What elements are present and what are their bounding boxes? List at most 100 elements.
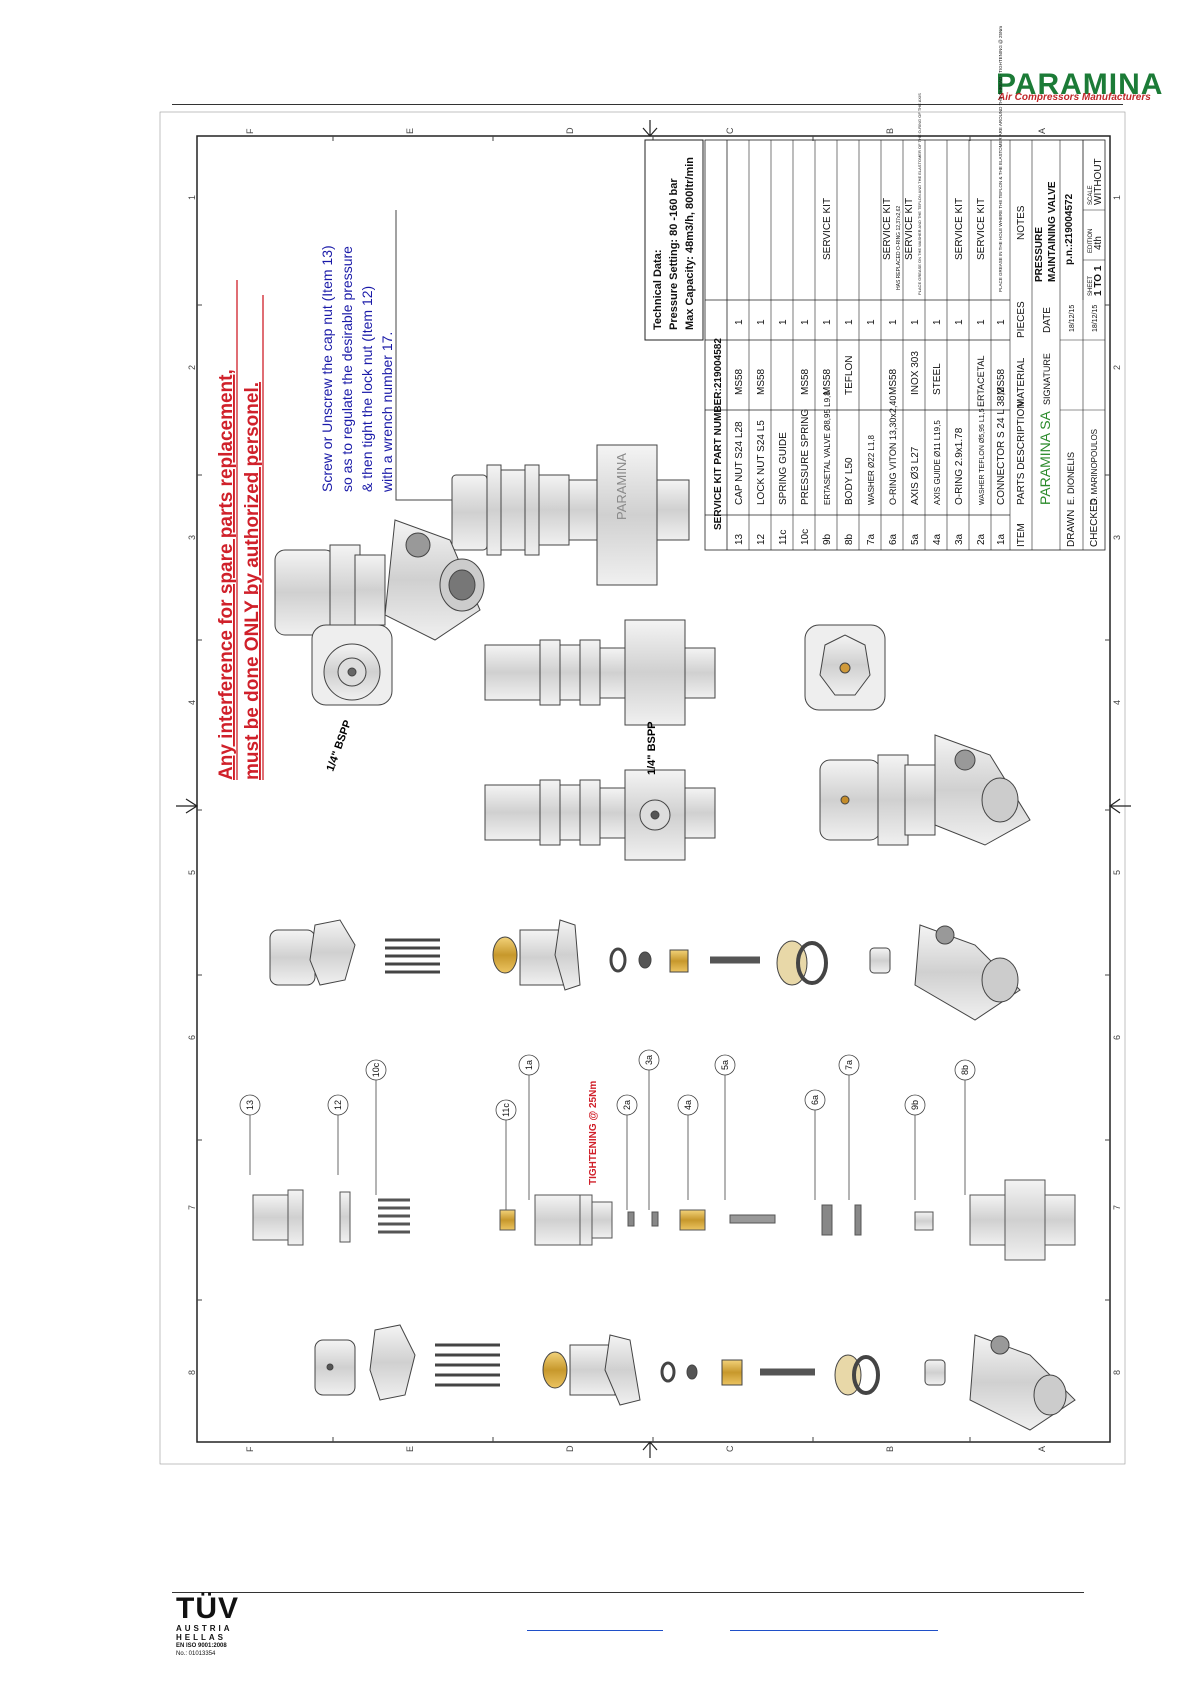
row-pieces: 1 [844, 319, 855, 325]
signature-label: SIGNATURE [1042, 353, 1052, 405]
row-material: MS58 [996, 368, 1007, 395]
tuv-hellas: HELLAS [176, 1633, 226, 1642]
row-item: 2a [976, 533, 987, 545]
header-notes: NOTES [1016, 205, 1027, 240]
border-letter: B [885, 1446, 895, 1452]
company-name: PARAMINA SA [1037, 410, 1053, 505]
row-small-note: PLACE GREASE IN THE HOLE WHERE THE TEFLO… [998, 26, 1003, 292]
border-number: 4 [187, 700, 197, 705]
border-letter: E [405, 128, 415, 134]
warning-line-1: Any interference for spare parts replace… [216, 369, 237, 780]
row-pieces: 1 [734, 319, 745, 325]
valve-side-view-1 [484, 619, 716, 726]
row-description: ERTASETAL VALVE Ø8,95 L9,8 [823, 391, 832, 505]
border-number: 6 [187, 1035, 197, 1040]
balloon-8b: 8b [960, 1065, 970, 1075]
border-number: 1 [187, 195, 197, 200]
row-material: MS58 [756, 368, 767, 395]
row-item: 4a [932, 533, 943, 545]
row-material: MS58 [888, 368, 899, 395]
row-item: 8b [844, 533, 855, 545]
sheet-value: 4th [1093, 236, 1104, 250]
scale-label: SCALE [1088, 185, 1094, 205]
border-letter: F [245, 1446, 255, 1452]
header-description: PARTS DESCRIPTION [1016, 401, 1027, 505]
row-notes: SERVICE KIT [954, 198, 965, 260]
border-number: 6 [1112, 1035, 1122, 1040]
border-number: 8 [187, 1370, 197, 1375]
company-logo: PARAMINA [996, 68, 1164, 101]
row-notes: SERVICE KIT [976, 198, 987, 260]
row-item: 9b [822, 533, 833, 545]
border-letter: F [245, 128, 255, 134]
row-description: AXIS Ø3 L27 [910, 446, 921, 505]
instruction-line-4: with a wrench number 17. [379, 332, 395, 493]
centering-arrow-top [642, 120, 658, 137]
scale-value: 1 TO 1 [1093, 265, 1104, 296]
centering-arrow-right [1108, 798, 1131, 814]
border-number: 4 [1112, 700, 1122, 705]
footer-link-2[interactable] [730, 1630, 938, 1631]
balloon-10c: 10c [371, 1062, 381, 1077]
technical-data-capacity: Max Capacity: 48m3/h, 800ltr/min [684, 157, 696, 330]
row-item: 5a [910, 533, 921, 545]
date-label: DATE [1042, 307, 1053, 333]
drawn-by: E. DIONELIS [1066, 452, 1076, 505]
row-item: 11c [778, 530, 789, 545]
balloon-3a: 3a [644, 1055, 654, 1065]
instruction-leader [395, 210, 452, 501]
row-material: ERTACETAL [976, 355, 986, 407]
row-material: STEEL [932, 363, 943, 395]
row-pieces: 1 [822, 319, 833, 325]
tuv-certification-logo: TÜV AUSTRIA HELLAS EN ISO 9001:2008 No.:… [176, 1594, 246, 1658]
row-notes: SERVICE KIT [904, 198, 915, 260]
exploded-bottom-row [314, 1324, 1076, 1431]
centering-arrow-left [176, 798, 199, 814]
row-item: 6a [888, 533, 899, 545]
row-item: 13 [734, 533, 745, 545]
drawing-part-number: p.n.:219004572 [1064, 193, 1075, 265]
row-small-note: HAS REPLACED O-RING 12,37x2,62 [896, 206, 902, 290]
border-letter: C [725, 127, 735, 134]
row-notes: SERVICE KIT [822, 198, 833, 260]
balloon-1a: 1a [524, 1060, 534, 1070]
row-description: PRESSURE SPRING [800, 409, 811, 505]
drawing-title-2: MAINTAINING VALVE [1047, 181, 1058, 282]
service-kit-header: SERVICE KIT PART NUMBER:219004582 [713, 338, 724, 530]
row-item: 1a [996, 533, 1007, 545]
balloon-13: 13 [245, 1100, 255, 1110]
row-item: 10c [800, 529, 811, 545]
header-item: ITEM [1016, 523, 1027, 547]
border-number: 7 [187, 1205, 197, 1210]
border-letter: A [1037, 1446, 1047, 1452]
checked-by: G. MARINOPOULOS [1090, 429, 1099, 505]
border-ticks [197, 136, 1110, 1442]
tuv-brand: TÜV [176, 1592, 239, 1625]
border-number: 2 [1112, 365, 1122, 370]
valve-iso-top [274, 519, 485, 641]
row-pieces: 1 [932, 319, 943, 325]
row-description: LOCK NUT S24 L5 [756, 420, 767, 505]
row-item: 3a [954, 533, 965, 545]
balloon-6a: 6a [810, 1095, 820, 1105]
centering-arrow-bottom [642, 1441, 658, 1458]
border-number: 2 [187, 365, 197, 370]
row-pieces: 1 [954, 319, 965, 325]
valve-iso-right [819, 734, 1031, 846]
row-pieces: 1 [996, 319, 1007, 325]
row-description: SPRING GUIDE [778, 432, 789, 505]
tuv-austria: AUSTRIA [176, 1624, 233, 1633]
border-number: 5 [187, 870, 197, 875]
tightening-label: TIGHTENING @ 25Nm [588, 1081, 599, 1185]
row-description: O-RING 2.9x1.78 [954, 427, 965, 505]
row-pieces: 1 [888, 319, 899, 325]
row-pieces: 1 [910, 319, 921, 325]
row-material: MS58 [800, 368, 811, 395]
sheet-label: SHEET [1088, 276, 1094, 296]
valve-hex-view [804, 624, 886, 711]
row-description: CONNECTOR S 24 L 38,2 [996, 387, 1007, 505]
row-description: WASHER TEFLON Ø5,95 L1,5 [979, 408, 986, 505]
border-letter: B [885, 128, 895, 134]
footer-link-1[interactable] [527, 1630, 663, 1631]
